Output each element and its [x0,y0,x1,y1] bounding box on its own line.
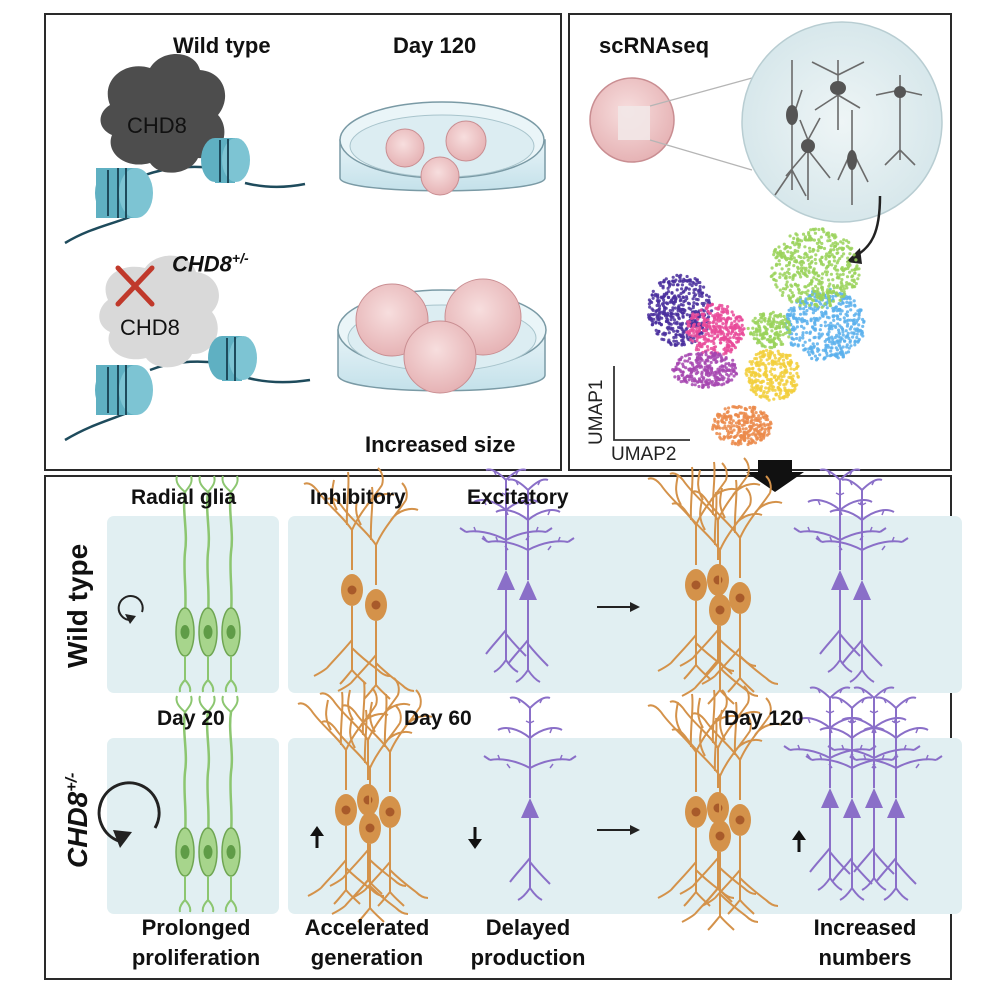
label-increased-size: Increased size [365,432,516,457]
label-scrnaseq: scRNAseq [599,33,710,58]
label-chd8-row: CHD8+/- [62,773,94,868]
umap-cluster [769,227,861,309]
chd8-mutant-superscript: +/- [231,250,249,266]
label-day60: Day 60 [404,707,472,730]
big-down-arrow-icon [746,460,804,492]
umap-axes [613,366,690,441]
grey-neuron-bodies [786,81,906,170]
chd8-mutant-text: CHD8 [172,251,232,277]
box-radial-glia-wt [107,516,279,693]
chd8-row-text: CHD8 [62,791,93,868]
text-numbers: numbers [818,945,912,970]
label-prolonged-proliferation: Prolonged proliferation [128,913,264,973]
label-umap1: UMAP1 [586,379,607,445]
label-accelerated-generation: Accelerated generation [297,913,437,973]
text-accelerated: Accelerated [304,915,430,940]
box-radial-glia-mut [107,738,279,914]
label-wild-type-top: Wild type [173,33,271,58]
red-cross-icon [115,265,155,307]
petri-dish-bottom [337,278,547,394]
label-day20: Day 20 [157,707,225,730]
chd8-row-superscript: +/- [63,772,81,792]
label-chd8-mutant-genotype: CHD8+/- [172,250,249,277]
text-production: production [470,945,586,970]
label-day120-top: Day 120 [393,33,477,58]
umap-cluster [744,348,800,402]
label-radial-glia: Radial glia [131,486,237,509]
text-prolonged: Prolonged [141,915,251,940]
inhibitory-neurons-wt-day120 [647,457,783,705]
label-inhibitory: Inhibitory [310,486,406,509]
umap-cluster [685,302,746,357]
text-generation: generation [310,945,424,970]
label-day120-bottom: Day 120 [724,707,804,730]
nucleosome-top-left [95,168,153,218]
excitatory-neurons-wt-day120 [793,468,909,683]
text-delayed: Delayed [485,915,571,940]
umap-cluster [746,310,792,350]
chd8-protein-mutant [99,255,219,368]
chd8-protein-wt [100,53,226,173]
nucleosome-bottom-right [208,336,257,381]
label-umap2: UMAP2 [611,444,677,465]
umap-cluster [711,404,773,447]
nucleosome-bottom-left [95,365,153,415]
sample-square [618,106,650,140]
umap-clusters [647,227,866,447]
label-increased-numbers: Increased numbers [806,913,924,973]
label-delayed-production: Delayed production [465,913,591,973]
label-wild-type-row: Wild type [62,543,93,668]
nucleosome-top-right [201,138,250,183]
text-proliferation: proliferation [131,945,261,970]
label-chd8-protein-wt: CHD8 [127,113,187,138]
zoom-circle [741,21,943,223]
cycle-arrow-small-icon [117,595,144,621]
umap-cluster [671,350,739,389]
text-increased: Increased [813,915,917,940]
label-chd8-protein-mutant: CHD8 [120,315,180,340]
umap-cluster [784,287,866,362]
excitatory-neurons-mut-day120 [783,686,943,901]
petri-dish-top [339,101,546,196]
excitatory-neurons-mut [483,696,577,901]
cycle-arrow-large-icon [97,781,161,844]
label-excitatory: Excitatory [467,486,569,509]
